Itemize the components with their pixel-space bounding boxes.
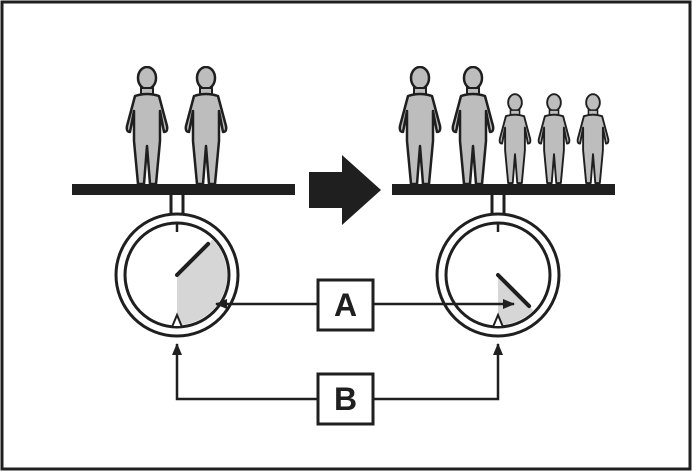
gauge-before-sector xyxy=(177,239,228,326)
scale-after xyxy=(392,66,615,338)
connector-b-right-line xyxy=(373,343,503,401)
connector-a: A xyxy=(215,278,515,332)
gauge-after xyxy=(435,212,561,338)
platform-after xyxy=(392,184,615,195)
transition-arrow xyxy=(309,155,381,225)
connector-b: B xyxy=(172,343,503,426)
label-b-box xyxy=(316,372,375,426)
gauge-after-sector xyxy=(498,275,534,326)
label-b: B xyxy=(334,381,357,417)
gauge-after-zero-marker xyxy=(491,312,505,328)
label-a: A xyxy=(334,287,357,323)
gauge-before-zero-marker xyxy=(170,312,184,328)
connector-b-left-line xyxy=(172,343,318,401)
gauge-before-needle xyxy=(175,241,211,277)
label-a-box xyxy=(316,278,375,332)
gauge-after-needle xyxy=(496,273,532,309)
platform-before xyxy=(72,184,295,195)
scale-before xyxy=(72,66,295,338)
gauge-before xyxy=(114,212,240,338)
